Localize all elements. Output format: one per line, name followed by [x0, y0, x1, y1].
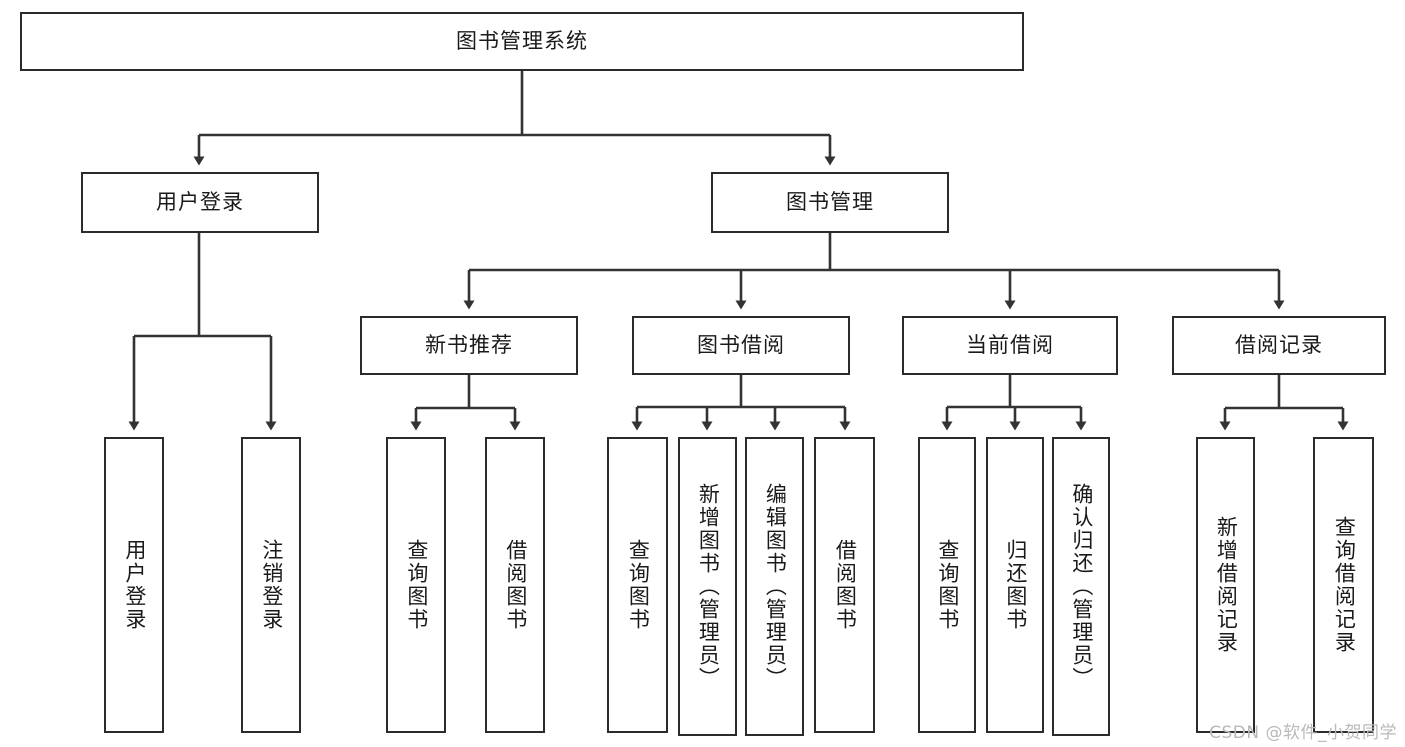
node-leaf-borrow-book-recommend[interactable]: 借阅图书: [485, 437, 545, 733]
node-user-login[interactable]: 用户登录: [81, 172, 319, 233]
node-leaf-add-borrow-record[interactable]: 新增借阅记录: [1196, 437, 1255, 733]
node-leaf-edit-book-admin[interactable]: 编辑图书（管理员）: [745, 437, 804, 736]
node-leaf-add-book-admin-label: 新增图书（管理员）: [696, 483, 721, 690]
node-book-borrow-label: 图书借阅: [697, 332, 785, 357]
node-book-borrow[interactable]: 图书借阅: [632, 316, 850, 375]
node-borrow-record[interactable]: 借阅记录: [1172, 316, 1386, 375]
node-leaf-query-borrow-record[interactable]: 查询借阅记录: [1313, 437, 1374, 733]
node-leaf-query-book-borrow[interactable]: 查询图书: [607, 437, 668, 733]
node-book-management[interactable]: 图书管理: [711, 172, 949, 233]
node-leaf-edit-book-admin-label: 编辑图书（管理员）: [763, 483, 788, 690]
csdn-watermark: CSDN @软件_小贺同学: [1209, 723, 1397, 743]
node-leaf-confirm-return-admin[interactable]: 确认归还（管理员）: [1052, 437, 1110, 736]
node-leaf-query-book-recommend[interactable]: 查询图书: [386, 437, 446, 733]
node-leaf-add-book-admin[interactable]: 新增图书（管理员）: [678, 437, 737, 736]
node-leaf-user-login[interactable]: 用户登录: [104, 437, 164, 733]
node-borrow-record-label: 借阅记录: [1235, 332, 1323, 357]
node-current-borrow[interactable]: 当前借阅: [902, 316, 1118, 375]
node-leaf-borrow-book-label: 借阅图书: [833, 539, 858, 631]
node-user-login-label: 用户登录: [156, 189, 244, 214]
node-leaf-return-book-label: 归还图书: [1003, 539, 1028, 631]
node-leaf-query-book-current[interactable]: 查询图书: [918, 437, 976, 733]
node-leaf-query-borrow-record-label: 查询借阅记录: [1332, 516, 1357, 654]
node-leaf-confirm-return-admin-label: 确认归还（管理员）: [1069, 483, 1094, 690]
node-leaf-add-borrow-record-label: 新增借阅记录: [1214, 516, 1239, 654]
node-leaf-query-book-recommend-label: 查询图书: [404, 539, 429, 631]
node-book-management-label: 图书管理: [786, 189, 874, 214]
node-leaf-query-book-borrow-label: 查询图书: [626, 539, 651, 631]
node-leaf-return-book[interactable]: 归还图书: [986, 437, 1044, 733]
node-root[interactable]: 图书管理系统: [20, 12, 1024, 71]
node-leaf-user-login-label: 用户登录: [122, 539, 147, 631]
node-current-borrow-label: 当前借阅: [966, 332, 1054, 357]
node-new-book-recommend[interactable]: 新书推荐: [360, 316, 578, 375]
node-new-book-recommend-label: 新书推荐: [425, 332, 513, 357]
node-root-label: 图书管理系统: [456, 28, 588, 53]
node-leaf-borrow-book[interactable]: 借阅图书: [814, 437, 875, 733]
node-leaf-query-book-current-label: 查询图书: [935, 539, 960, 631]
node-leaf-logout[interactable]: 注销登录: [241, 437, 301, 733]
node-leaf-borrow-book-recommend-label: 借阅图书: [503, 539, 528, 631]
node-leaf-logout-label: 注销登录: [259, 539, 284, 631]
